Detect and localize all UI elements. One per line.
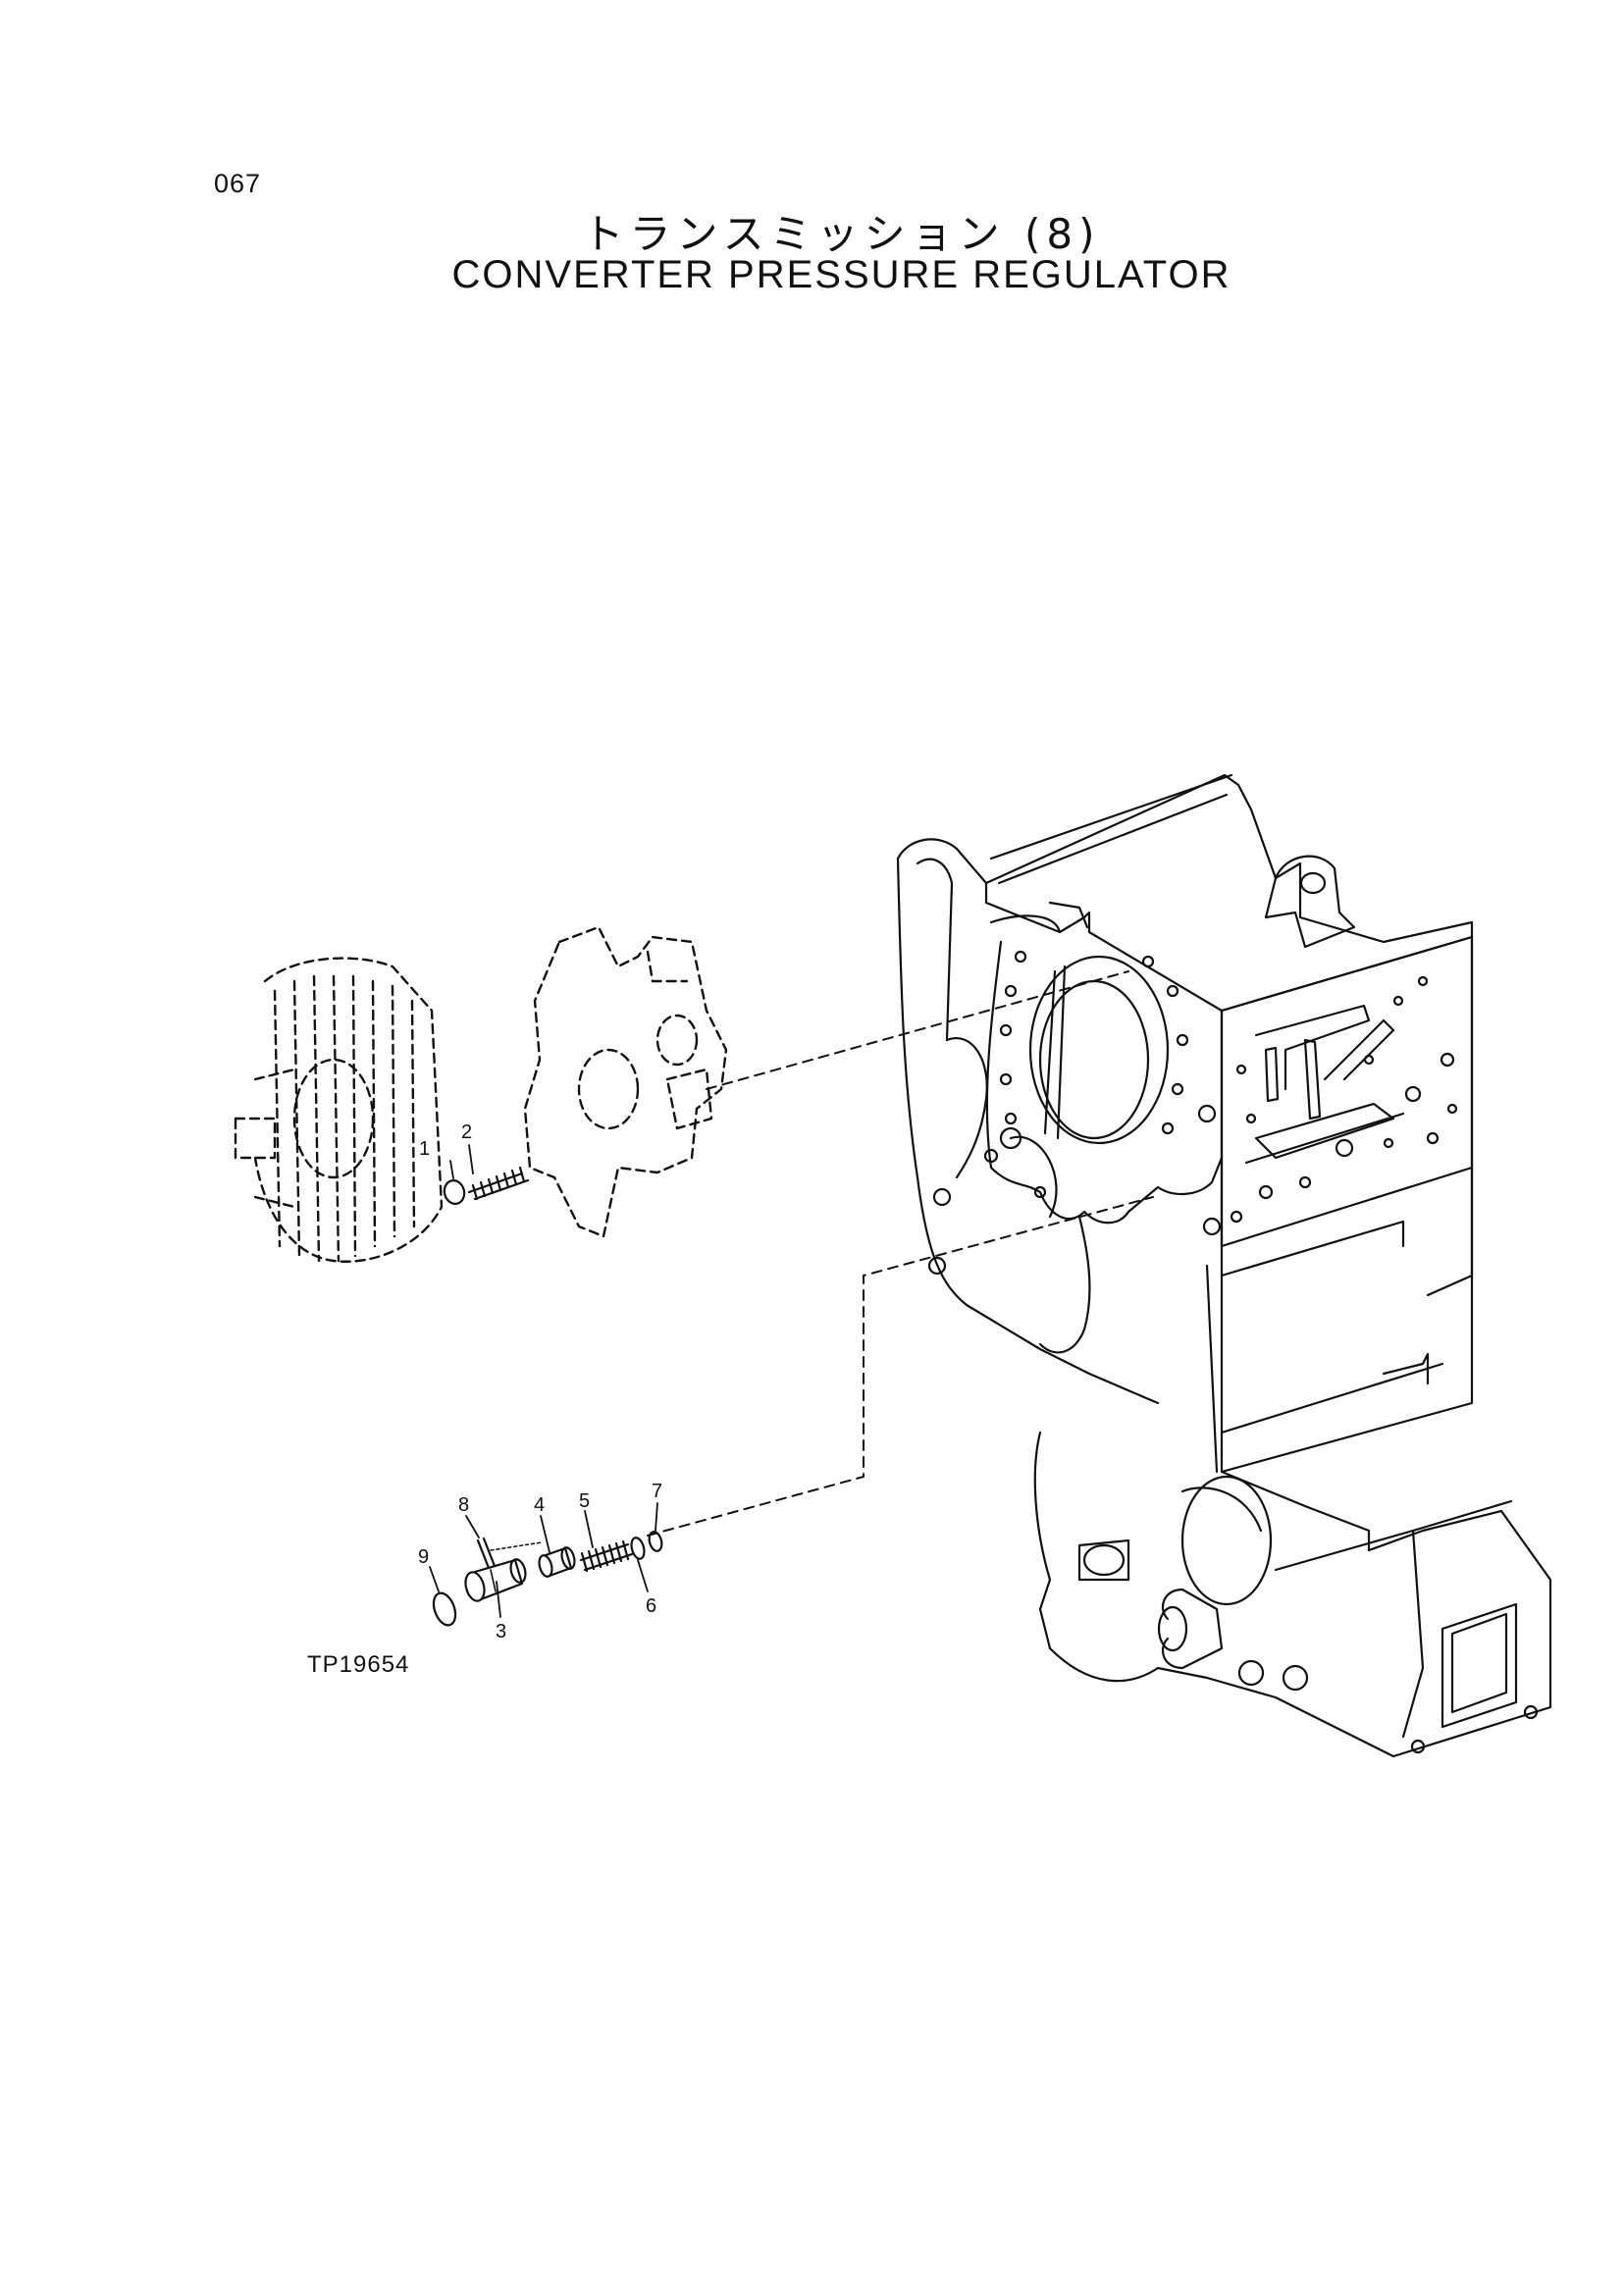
callout-7: 7 xyxy=(652,1481,663,1502)
callout-1: 1 xyxy=(419,1138,431,1160)
page-number: 067 xyxy=(214,169,262,198)
figure-code: TP19654 xyxy=(307,1651,410,1678)
part-6-washer xyxy=(630,1537,649,1592)
part-5-spring xyxy=(579,1510,634,1573)
part-8-pin xyxy=(465,1515,543,1570)
callout-6: 6 xyxy=(646,1595,657,1617)
part-7-o-ring xyxy=(648,1502,663,1552)
part-3-plug xyxy=(464,1558,527,1618)
torque-converter-phantom xyxy=(234,957,444,1263)
leader-lines xyxy=(647,970,1154,1537)
callout-4: 4 xyxy=(534,1494,546,1516)
title-japanese: トランスミッション (8) xyxy=(582,210,1101,258)
title-english: CONVERTER PRESSURE REGULATOR xyxy=(451,253,1231,296)
part-4-spool xyxy=(538,1515,576,1578)
callout-3: 3 xyxy=(496,1621,507,1642)
part-2-spring xyxy=(467,1144,530,1201)
transmission-housing xyxy=(896,773,1552,1758)
callout-5: 5 xyxy=(579,1490,591,1512)
part-1-ball xyxy=(443,1160,466,1205)
callout-8: 8 xyxy=(458,1494,470,1516)
callout-2: 2 xyxy=(461,1121,473,1143)
callout-9: 9 xyxy=(418,1546,430,1568)
part-9-o-ring xyxy=(429,1566,457,1627)
pump-housing-phantom xyxy=(523,925,728,1238)
